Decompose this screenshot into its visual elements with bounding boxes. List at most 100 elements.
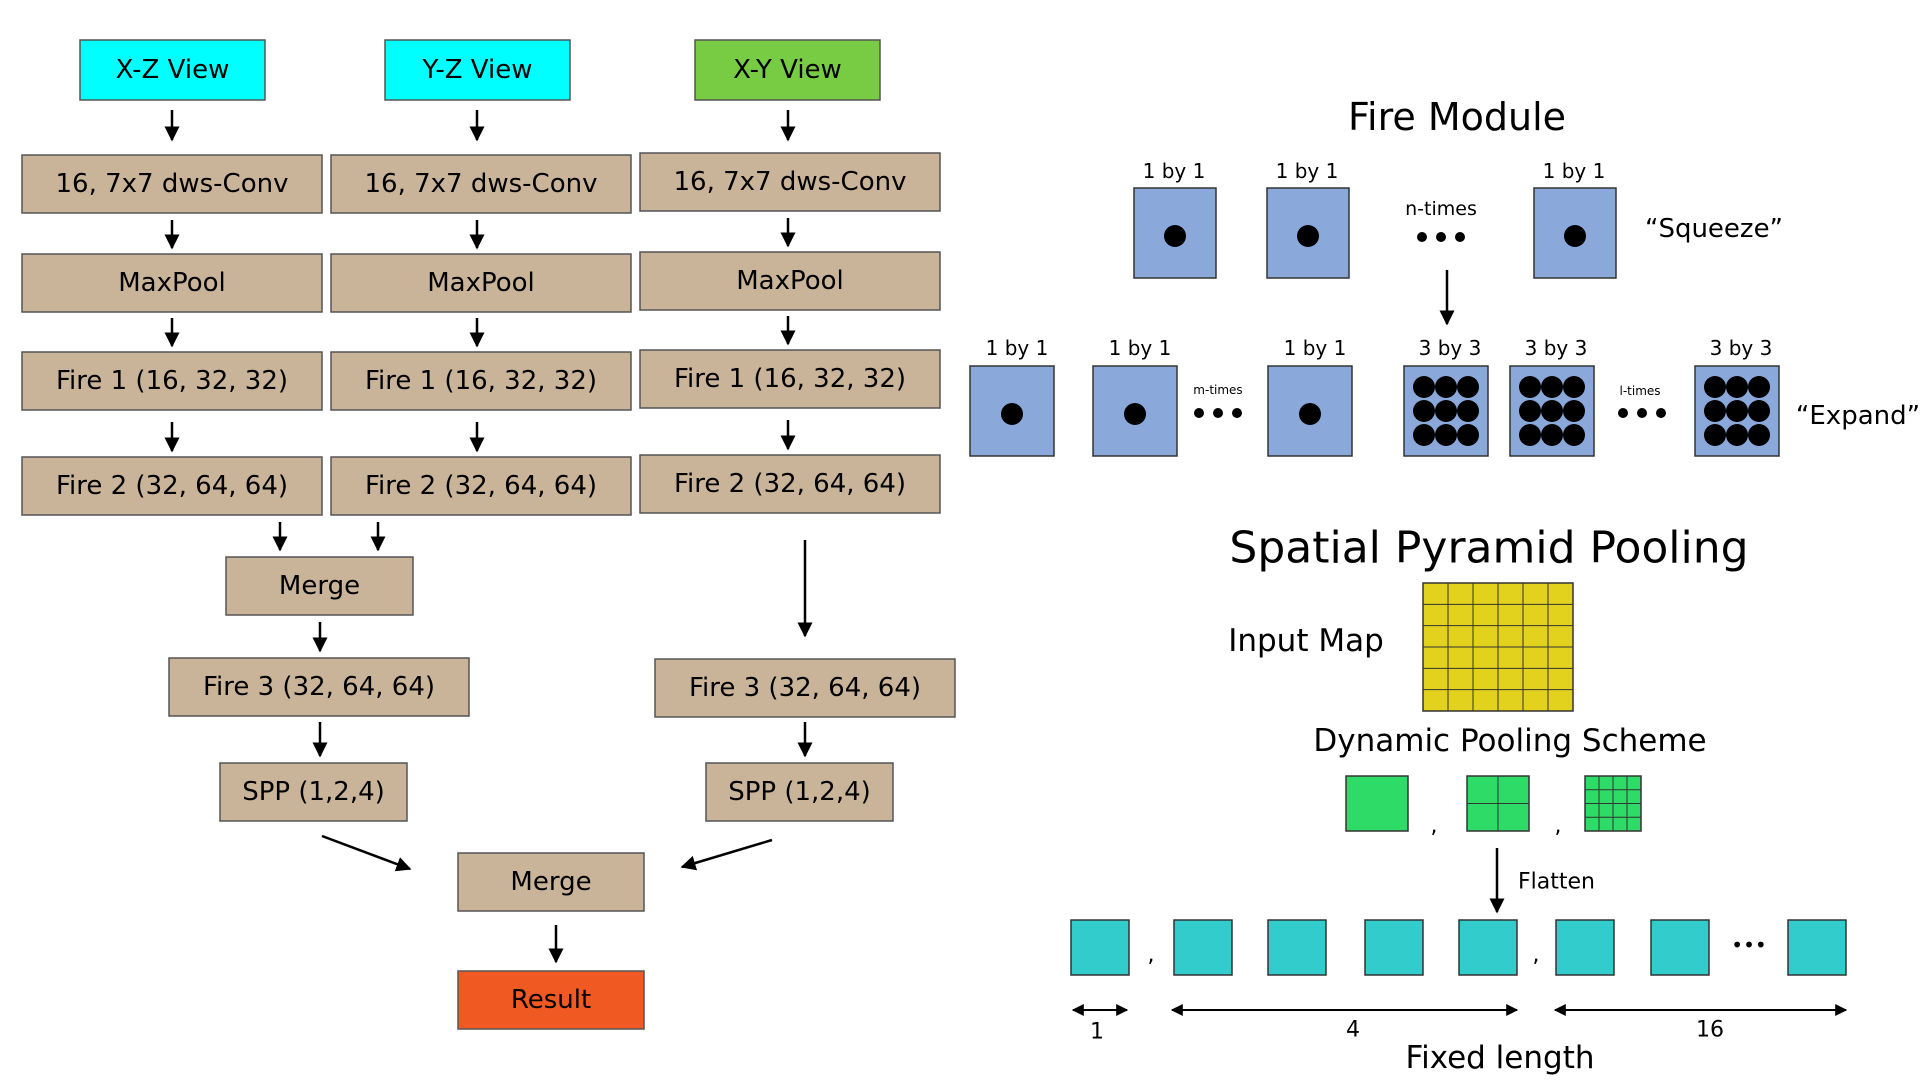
squeeze-cell-3-kernel [1564, 225, 1586, 247]
merge-final-box: Merge [457, 852, 645, 912]
squeeze-cell-2-kernel [1297, 225, 1319, 247]
expand-1x1-ellipsis-dot [1232, 408, 1242, 418]
expand-1x1-cell-3 [1267, 365, 1353, 457]
conv-box-1-label: 16, 7x7 dws-Conv [56, 169, 289, 199]
expand-3x3-cell-3-kernel [1748, 424, 1770, 446]
expand-3x3-cell-2-kernel [1563, 376, 1585, 398]
flattened-cell-7 [1650, 919, 1710, 976]
maxpool-box-1-shape [21, 253, 323, 313]
fire2-box-2-label: Fire 2 (32, 64, 64) [365, 471, 597, 501]
expand-3x3-cell-2-kernel [1519, 376, 1541, 398]
view-box-1-shape [79, 39, 266, 101]
arrow-spp-merge-left [321, 834, 412, 872]
expand-3x3-cell-2-kernel [1541, 400, 1563, 422]
maxpool-box-3-shape [639, 251, 941, 311]
arrows-layer [164, 110, 813, 964]
maxpool-box-2-label: MaxPool [427, 268, 535, 298]
flattened-cell-8 [1787, 919, 1847, 976]
expand-3x3-cell-3-kernel [1704, 400, 1726, 422]
flattened-separator: , [1148, 943, 1155, 968]
squeeze-ellipsis-dot [1455, 232, 1465, 242]
fire1-box-3-shape [639, 349, 941, 409]
squeeze-kernel-label: 1 by 1 [1543, 159, 1606, 183]
result-box-shape [457, 970, 645, 1030]
conv-box-2-shape [330, 154, 632, 214]
input-map-label: Input Map [1228, 623, 1384, 659]
pool-level-1 [1345, 775, 1409, 832]
spp-box-right-shape [705, 762, 894, 822]
pool-level-4 [1584, 775, 1642, 832]
fire3-box-right-label: Fire 3 (32, 64, 64) [689, 673, 921, 703]
conv-box-2-label: 16, 7x7 dws-Conv [365, 169, 598, 199]
expand-1x1-label: 1 by 1 [1109, 336, 1172, 360]
expand-3x3-cell-2 [1509, 365, 1595, 457]
expand-3x3-cell-3-kernel [1748, 400, 1770, 422]
flattened-cell-2 [1173, 919, 1233, 976]
expand-3x3-cell-1-kernel [1435, 400, 1457, 422]
flattened-separator: , [1533, 943, 1540, 968]
view-box-2-label: Y-Z View [422, 55, 533, 85]
fire3-box-right: Fire 3 (32, 64, 64) [654, 658, 956, 718]
fire1-box-1: Fire 1 (16, 32, 32) [21, 351, 323, 411]
flattened-cell-3 [1267, 919, 1327, 976]
expand-3x3-cell-1-kernel [1413, 376, 1435, 398]
expand-3x3-cell-1-kernel [1457, 376, 1479, 398]
fire1-box-2-label: Fire 1 (16, 32, 32) [365, 366, 597, 396]
expand-3x3-cell-2-kernel [1563, 400, 1585, 422]
maxpool-box-3: MaxPool [639, 251, 941, 311]
expand-3x3-cell-1-kernel [1457, 400, 1479, 422]
expand-3x3-cell-1 [1403, 365, 1489, 457]
expand-1x1-ellipsis-dot [1194, 408, 1204, 418]
fire2-box-3-label: Fire 2 (32, 64, 64) [674, 469, 906, 499]
spp-box-right: SPP (1,2,4) [705, 762, 894, 822]
result-box: Result [457, 970, 645, 1030]
squeeze-ellipsis-dot [1417, 232, 1427, 242]
squeeze-cell-1-kernel [1164, 225, 1186, 247]
flattened-cell-6 [1555, 919, 1615, 976]
merge-final-box-shape [457, 852, 645, 912]
squeeze-cell-2 [1266, 187, 1350, 279]
squeeze-label: “Squeeze” [1645, 214, 1783, 244]
squeeze-ellipsis-dot [1436, 232, 1446, 242]
span-label-4: 4 [1346, 1018, 1360, 1043]
view-box-1: X-Z View [79, 39, 266, 101]
flattened-cell-1 [1070, 919, 1130, 976]
fire2-box-1-label: Fire 2 (32, 64, 64) [56, 471, 288, 501]
expand-3x3-cell-2-kernel [1519, 400, 1541, 422]
expand-3x3-cell-1-kernel [1413, 400, 1435, 422]
view-box-3: X-Y View [694, 39, 881, 101]
expand-label: “Expand” [1796, 401, 1920, 431]
view-box-1-label: X-Z View [116, 55, 230, 85]
conv-box-3: 16, 7x7 dws-Conv [639, 152, 941, 212]
expand-1x1-cell-1-kernel [1001, 403, 1023, 425]
fire1-box-3: Fire 1 (16, 32, 32) [639, 349, 941, 409]
expand-3x3-cell-3-kernel [1704, 424, 1726, 446]
flattened-cell-4 [1364, 919, 1424, 976]
fire3-box-left-shape [168, 657, 470, 717]
expand-3x3-cell-2-kernel [1563, 424, 1585, 446]
fire1-box-2: Fire 1 (16, 32, 32) [330, 351, 632, 411]
squeeze-ellipsis [1417, 232, 1465, 242]
expand-3x3-cell-1-kernel [1435, 424, 1457, 446]
fixed-length-label: Fixed length [1406, 1040, 1595, 1076]
expand-1x1-ellipsis [1194, 408, 1242, 418]
spp-box-left-label: SPP (1,2,4) [242, 777, 385, 807]
expand-3x3-cell-3-kernel [1704, 376, 1726, 398]
expand-1x1-label: 1 by 1 [986, 336, 1049, 360]
conv-box-1: 16, 7x7 dws-Conv [21, 154, 323, 214]
expand-3x3-cell-3-kernel [1726, 424, 1748, 446]
expand-3x3-cell-3-kernel [1748, 376, 1770, 398]
pool-level-1-shape [1345, 775, 1409, 832]
expand-3x3-cell-1-kernel [1435, 376, 1457, 398]
expand-1x1-cell-2 [1092, 365, 1178, 457]
conv-box-3-shape [639, 152, 941, 212]
fire1-box-1-label: Fire 1 (16, 32, 32) [56, 366, 288, 396]
pool-level-2 [1466, 775, 1530, 832]
fire-module-title: Fire Module [1348, 95, 1566, 139]
fire2-box-3: Fire 2 (32, 64, 64) [639, 454, 941, 514]
expand-1x1-ellipsis-dot [1213, 408, 1223, 418]
fire1-box-1-shape [21, 351, 323, 411]
conv-box-3-label: 16, 7x7 dws-Conv [674, 167, 907, 197]
